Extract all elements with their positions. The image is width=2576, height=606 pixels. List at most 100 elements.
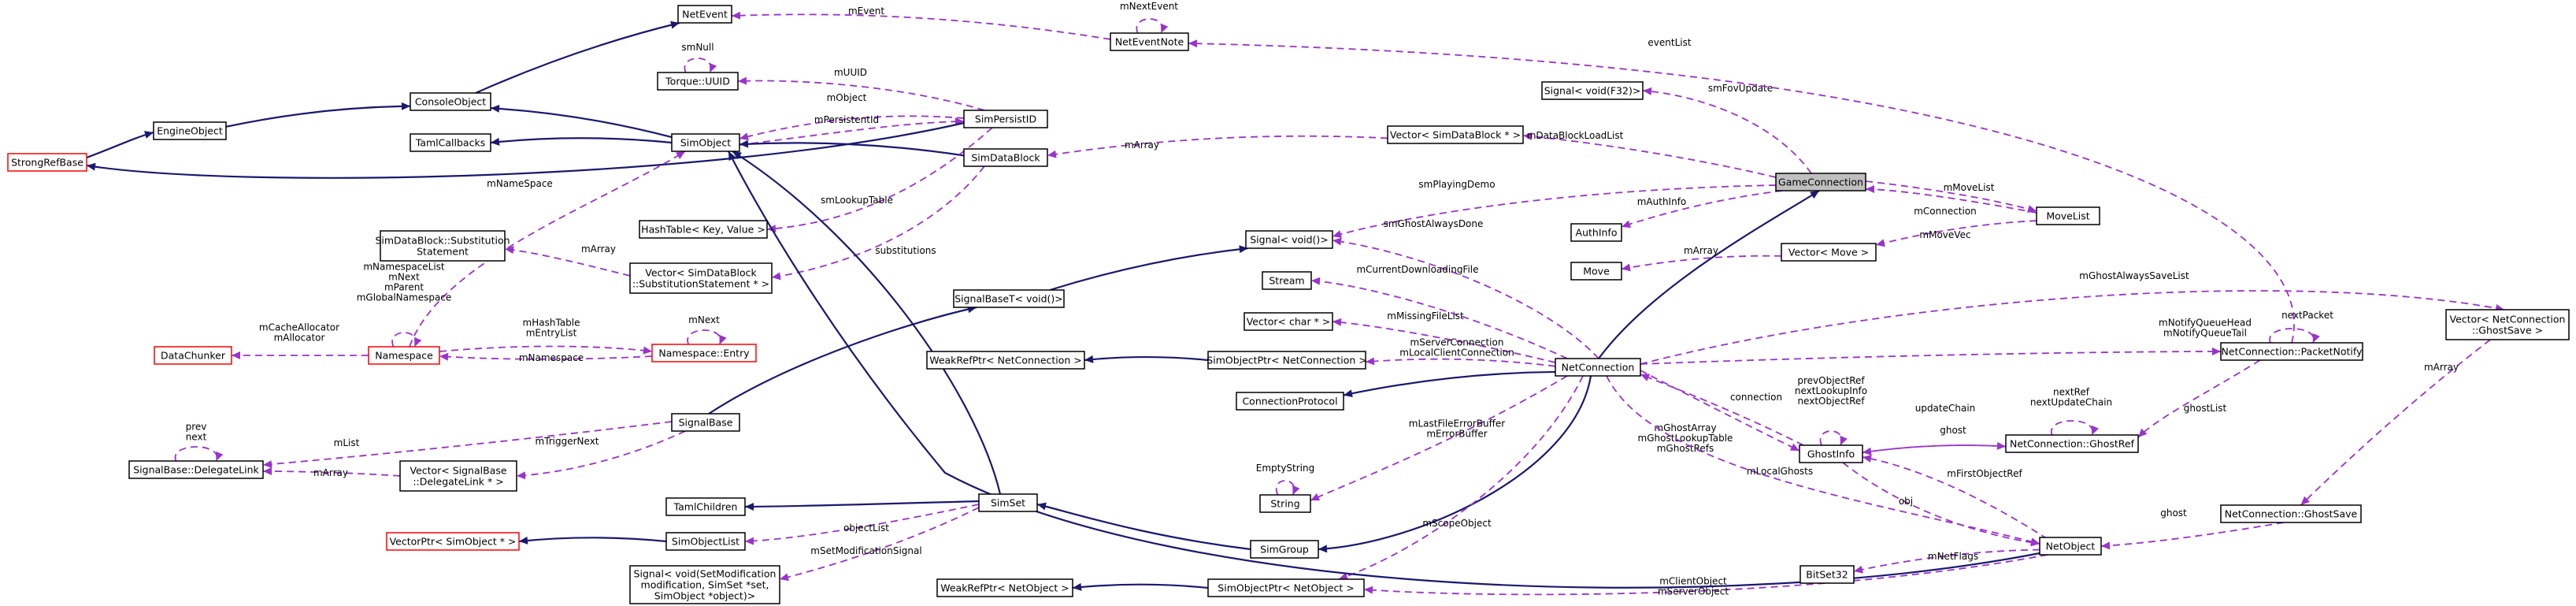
class-node-torqueuuid[interactable]: Torque::UUID [657,72,739,91]
arrowhead [414,336,422,347]
edge-torqueuuid-to-torqueuuid: smNull [681,42,717,73]
node-label: Namespace::Entry [658,348,750,359]
node-box [2220,504,2362,523]
edge-label: mArray [2424,362,2459,373]
node-box [1781,243,1877,262]
class-node-movelist[interactable]: MoveList [2036,206,2100,225]
arrowhead [1311,277,1321,285]
edge-simobjectptrnetconnection-to-weakrefptrnetconnection [1084,355,1209,363]
class-node-simgroup[interactable]: SimGroup [1250,540,1319,559]
class-node-ghostref[interactable]: NetConnection::GhostRef [2005,434,2139,453]
node-label: VectorPtr< SimObject * > [390,536,517,548]
edge-line [409,151,686,348]
class-node-netevent[interactable]: NetEvent [677,5,732,24]
class-node-vectorchar[interactable]: Vector< char * > [1244,312,1333,331]
class-node-simpersistid[interactable]: SimPersistID [963,110,1048,128]
class-node-packetnotify[interactable]: NetConnection::PacketNotify [2220,342,2363,361]
class-node-delegatelink[interactable]: SignalBase::DelegateLink [128,460,264,479]
class-node-netobject[interactable]: NetObject [2039,537,2102,556]
edge-line [1049,247,1248,292]
arrowhead [2027,205,2037,213]
edge-line [1072,583,1209,589]
arrowhead [1863,455,1872,463]
arrowhead [517,471,526,480]
node-label: Namespace [375,350,433,362]
edge-label: smNull [681,42,713,53]
edge-label: nextPacket [2281,310,2333,321]
class-node-vectormove[interactable]: Vector< Move > [1781,243,1877,262]
class-node-simobject[interactable]: SimObject [671,133,740,152]
class-node-vectorsimdatablockptr[interactable]: Vector< SimDataBlock * > [1387,125,1524,144]
class-node-weakrefptrnetobject[interactable]: WeakRefPtr< NetObject > [936,578,1073,597]
node-label: StrongRefBase [11,157,83,169]
class-node-simobjectptrnetconnection[interactable]: SimObjectPtr< NetConnection > [1206,351,1367,370]
node-label: SignalBaseT< void()> [954,293,1063,305]
edge-label: ghost [2160,507,2187,519]
class-node-bitset32[interactable]: BitSet32 [1799,565,1855,584]
node-label: NetObject [2046,541,2096,552]
node-box [978,493,1038,512]
node-box [1541,81,1644,100]
class-node-namespace[interactable]: Namespace [368,346,440,365]
edge-line [1819,430,1843,446]
class-node-vectorptrsimobject[interactable]: VectorPtr< SimObject * > [386,532,520,551]
edge-line [1332,184,1777,237]
class-node-vectorghostsave[interactable]: Vector< NetConnection::GhostSave > [2445,309,2570,340]
edge-line [1036,503,1251,551]
class-node-simobjectptrnetobject[interactable]: SimObjectPtr< NetObject > [1207,578,1365,597]
class-node-vectorsubstitution[interactable]: Vector< SimDataBlock::SubstitutionStatem… [629,262,773,294]
edge-engineobject-to-consoleobject [225,102,411,128]
class-node-signalvoidf32[interactable]: Signal< void(F32)> [1541,81,1644,100]
class-node-signalbasetvoid[interactable]: SignalBaseT< void()> [953,289,1065,308]
edge-line [1310,280,1568,359]
class-node-connectionprotocol[interactable]: ConnectionProtocol [1236,392,1344,411]
arrowhead [1188,39,1198,48]
arrowhead [2091,425,2100,435]
class-node-tamlcallbacks[interactable]: TamlCallbacks [410,133,491,152]
class-node-signalvoid[interactable]: Signal< void()> [1245,230,1333,249]
node-box [1245,230,1333,249]
class-node-ghostsave[interactable]: NetConnection::GhostSave [2220,504,2362,523]
class-node-stream[interactable]: Stream [1262,271,1312,290]
arrowhead [709,62,717,72]
class-node-simdatablock[interactable]: SimDataBlock [963,148,1048,167]
edge-label: mArray [313,467,348,478]
edge-line [1865,180,2037,212]
edge-label: mEvent [848,6,884,17]
class-node-gameconnection[interactable]: GameConnection [1775,173,1866,191]
class-node-engineobject[interactable]: EngineObject [153,121,227,140]
class-node-namespaceentry[interactable]: Namespace::Entry [651,344,757,362]
class-node-netconnection[interactable]: NetConnection [1555,358,1641,377]
edge-line [687,329,721,345]
class-node-string[interactable]: String [1259,494,1311,513]
class-node-strongrefbase[interactable]: StrongRefBase [7,153,87,172]
edge-line [490,107,673,139]
class-node-tamlchildren[interactable]: TamlChildren [665,497,746,516]
class-node-neteventnote[interactable]: NetEventNote [1110,32,1189,51]
class-node-simobjectlist[interactable]: SimObjectList [665,532,746,551]
arrowhead [491,137,500,146]
class-node-simset[interactable]: SimSet [978,493,1038,512]
node-label: TamlCallbacks [415,137,485,149]
class-node-weakrefptrnetconnection[interactable]: WeakRefPtr< NetConnection > [926,351,1085,370]
edge-label: updateChain [1915,403,1976,414]
edge-netconnection-to-netobject: mLocalGhosts [1606,375,2040,546]
class-node-signalbase[interactable]: SignalBase [671,413,740,432]
class-node-datachunker[interactable]: DataChunker [154,346,232,365]
class-node-vectordelegatelink[interactable]: Vector< SignalBase::DelegateLink * > [399,460,517,492]
arrowhead [1073,582,1082,591]
class-node-ghostinfo[interactable]: GhostInfo [1799,444,1863,463]
class-node-hashtablekeyvalue[interactable]: HashTable< Key, Value > [639,220,768,239]
edge-line [1084,355,1209,362]
node-label: NetEventNote [1115,36,1184,48]
class-node-authinfo[interactable]: AuthInfo [1570,223,1622,242]
edge-label: mMoveList [1944,182,1995,193]
class-node-consoleobject[interactable]: ConsoleObject [410,92,491,111]
class-node-move[interactable]: Move [1570,262,1622,281]
node-label: Move [1583,266,1610,277]
